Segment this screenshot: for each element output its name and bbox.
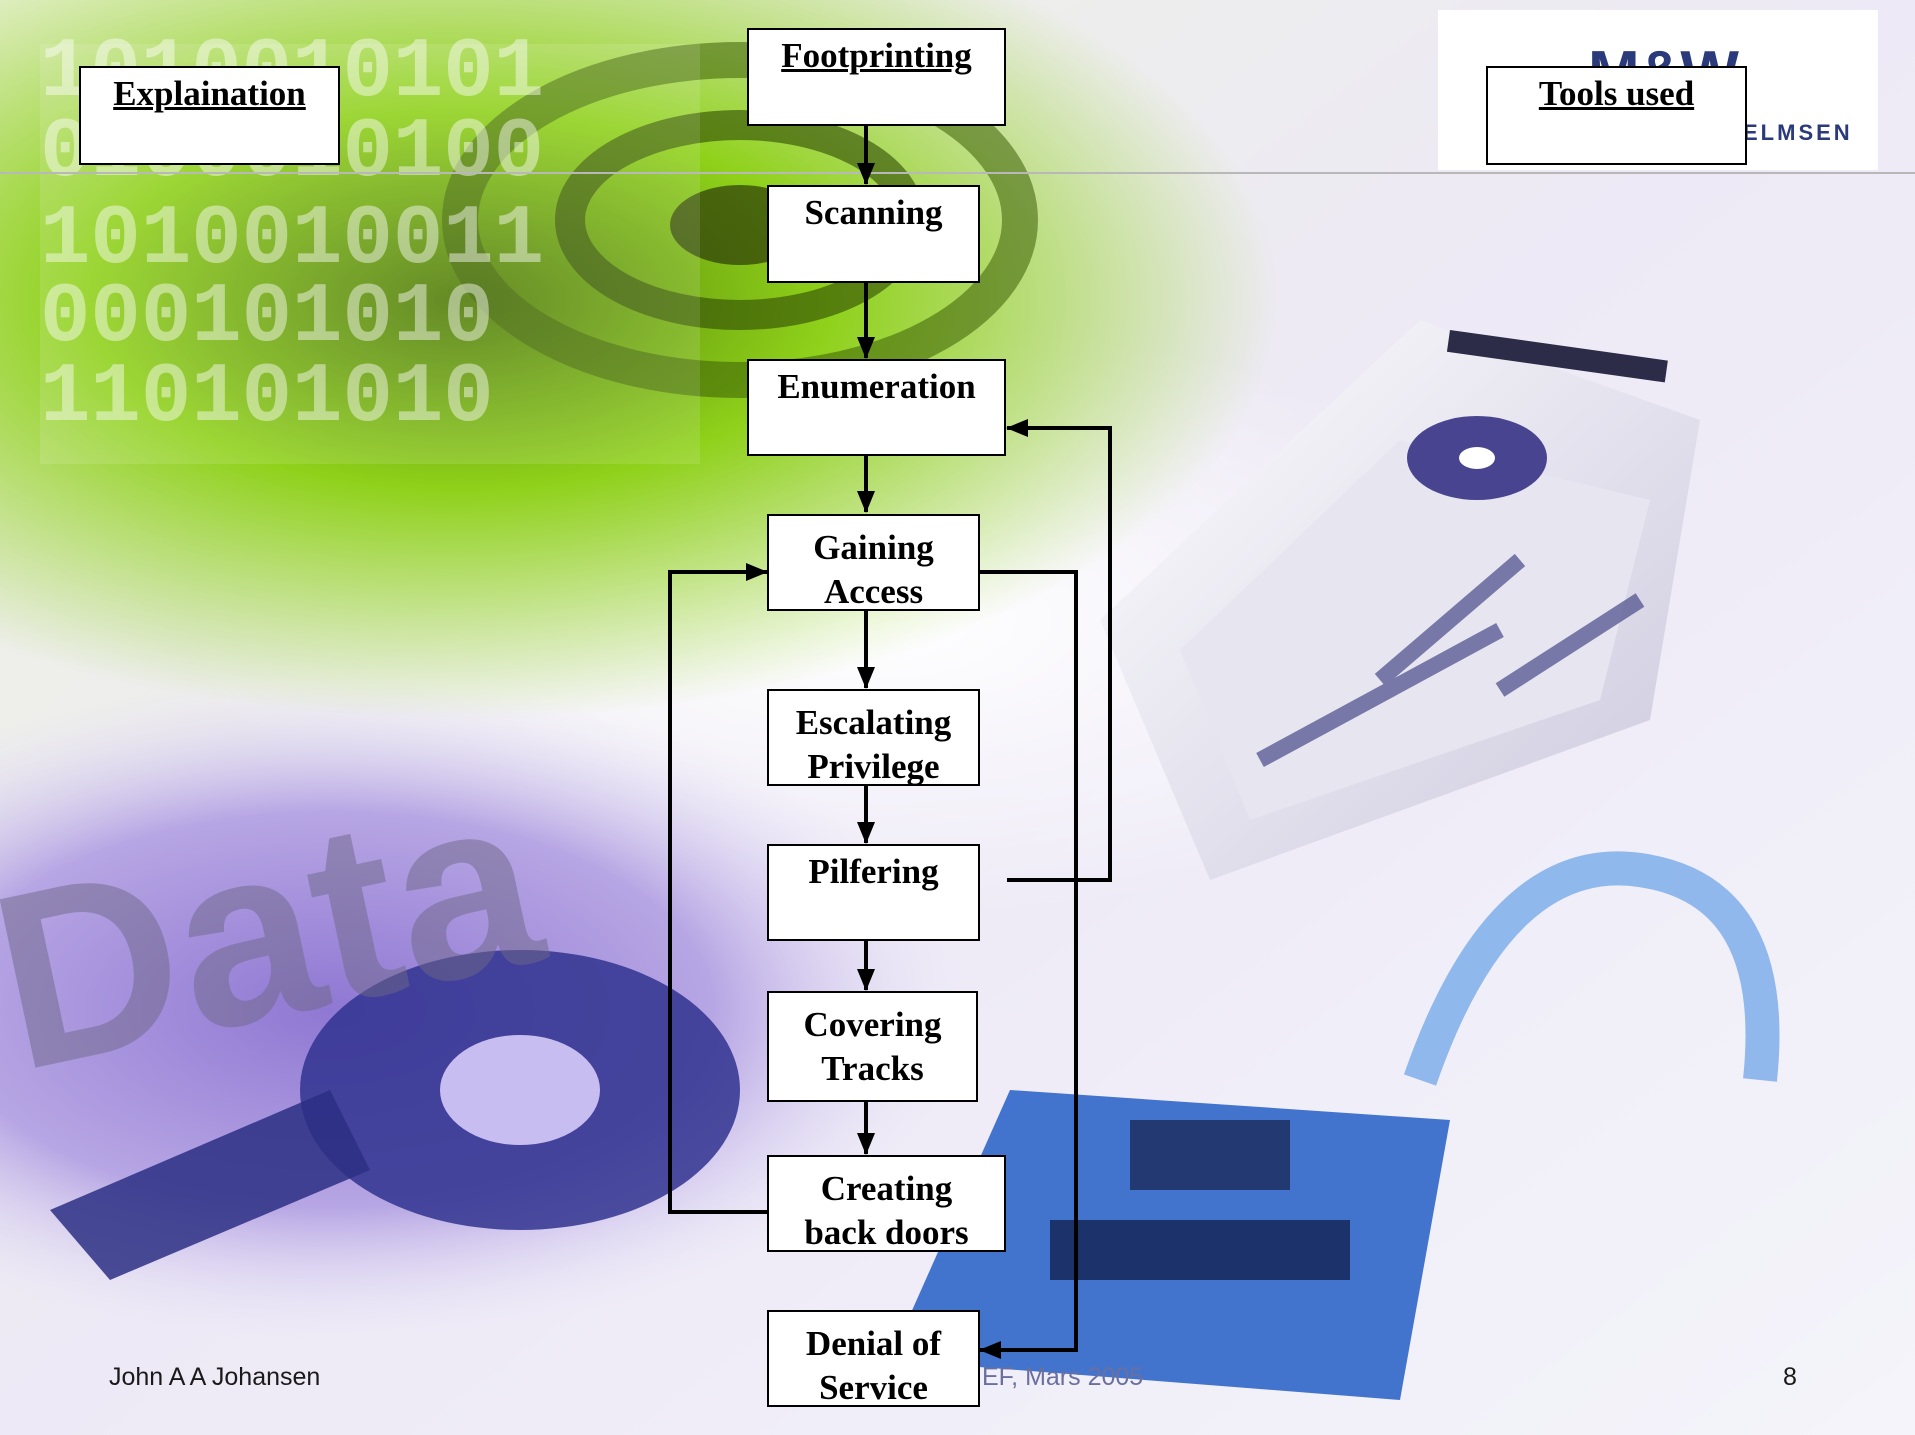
binary-row: 000101010 bbox=[40, 271, 494, 366]
loop-creating-gaining bbox=[668, 563, 768, 1214]
tools-used-label: Tools used bbox=[1538, 74, 1695, 113]
step-gaining-access: Gaining Access bbox=[767, 514, 980, 611]
step-pilfering: Pilfering bbox=[767, 844, 980, 941]
tools-used-link[interactable]: Tools used bbox=[1486, 66, 1747, 165]
step-enumeration: Enumeration bbox=[747, 359, 1006, 456]
step-label: Escalating Privilege bbox=[795, 703, 952, 786]
step-label: Gaining Access bbox=[813, 528, 934, 611]
explanation-label: Explaination bbox=[113, 74, 306, 113]
binary-row: 1010010011 bbox=[40, 193, 544, 288]
binary-row: 110101010 bbox=[40, 351, 494, 446]
loop-pilfering-enumeration bbox=[1006, 419, 1112, 882]
step-creating-back-doors: Creating back doors bbox=[767, 1155, 1006, 1252]
step-label: Footprinting bbox=[781, 36, 972, 75]
header-divider bbox=[0, 172, 1915, 174]
step-escalating-privilege: Escalating Privilege bbox=[767, 689, 980, 786]
step-footprinting[interactable]: Footprinting bbox=[747, 28, 1006, 126]
step-label: Enumeration bbox=[777, 367, 976, 406]
footer-page-number: 8 bbox=[1783, 1363, 1797, 1391]
step-denial-of-service: Denial of Service bbox=[767, 1310, 980, 1407]
step-label: Pilfering bbox=[808, 852, 939, 891]
branch-gaining-denial bbox=[979, 570, 1078, 1359]
logo-text: ELMSEN bbox=[1743, 120, 1853, 145]
explanation-link[interactable]: Explaination bbox=[79, 66, 340, 165]
footer-event: EF, Mars 2005 bbox=[982, 1363, 1144, 1391]
step-scanning: Scanning bbox=[767, 185, 980, 283]
footer-author: John A A Johansen bbox=[109, 1363, 321, 1391]
step-label: Scanning bbox=[804, 193, 943, 232]
step-label: Covering Tracks bbox=[803, 1005, 942, 1088]
step-label: Creating back doors bbox=[804, 1169, 969, 1252]
step-label: Denial of Service bbox=[805, 1324, 942, 1407]
step-covering-tracks: Covering Tracks bbox=[767, 991, 978, 1102]
